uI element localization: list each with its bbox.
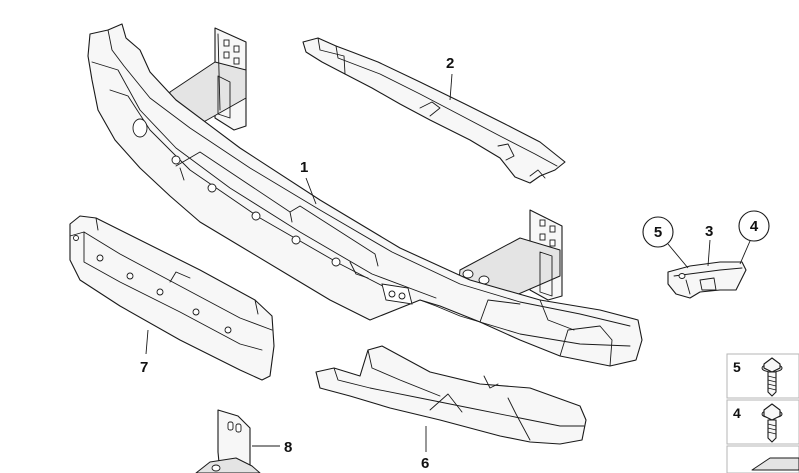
part-8-lower-bracket: [195, 409, 261, 473]
part-2-reinforcement-strip: [302, 37, 566, 184]
callout-5-label: 5: [654, 224, 662, 241]
callout-8: 8: [252, 439, 292, 456]
hex-screw-icon: [761, 403, 783, 443]
callout-7: 7: [140, 329, 149, 376]
callout-7-label: 7: [140, 359, 148, 376]
fastener-panel-lower: [726, 399, 799, 445]
fastener-panel: 5 4: [726, 353, 799, 473]
callout-5: 5: [642, 216, 689, 269]
callout-8-label: 8: [284, 439, 292, 456]
wedge-icon: [751, 457, 799, 471]
fastener-panel-upper: [726, 353, 799, 399]
part-6-lower-deflector: [315, 345, 587, 445]
callout-1: 1: [300, 159, 317, 205]
callout-5-ring: [642, 216, 674, 248]
callout-1-label: 1: [300, 159, 308, 176]
callout-3-label: 3: [705, 223, 713, 240]
callout-2: 2: [446, 55, 454, 101]
callout-6-label: 6: [421, 455, 429, 472]
fastener-panel-label-5: 5: [733, 359, 741, 375]
callout-3: 3: [705, 223, 713, 267]
part-7-impact-absorber: [69, 215, 275, 381]
part-1-bumper-carrier: [87, 23, 643, 367]
callout-6: 6: [421, 426, 429, 472]
callout-4: 4: [738, 210, 770, 265]
callout-4-label: 4: [750, 218, 759, 235]
callout-4-ring: [738, 210, 770, 242]
part-3-small-bracket: [667, 261, 747, 299]
fastener-panel-label-4: 4: [733, 405, 741, 421]
callout-2-label: 2: [446, 55, 454, 72]
collar-screw-icon: [761, 357, 783, 397]
